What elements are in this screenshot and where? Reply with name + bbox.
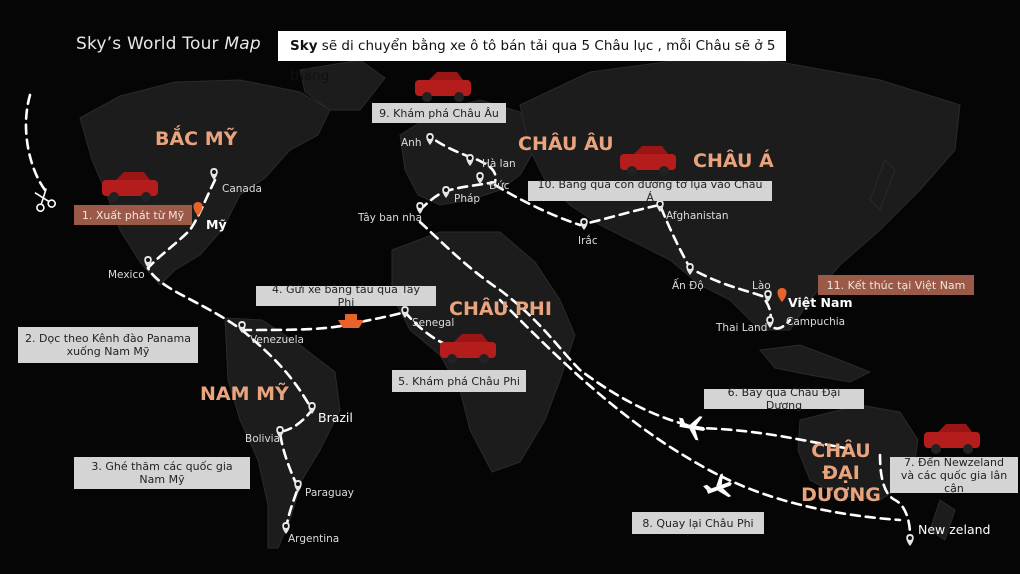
location-pin-icon [426,133,434,145]
continent-label-chau-phi: CHÂU PHI [449,298,552,320]
city-an-do: Ấn Độ [672,280,704,292]
airplane-icon [679,416,706,441]
highlight-pins [193,202,787,302]
step-11-box: 11. Kết thúc tại Việt Nam [818,275,974,295]
city-campuchia: Campuchia [786,316,846,328]
location-pin-icon [580,218,588,230]
continent-label-chau-dai-duong: CHÂU ĐẠI DƯƠNG [800,440,882,506]
location-pin-icon [466,154,474,166]
city-phap: Pháp [454,193,481,205]
city-mexico: Mexico [108,269,145,281]
route-back-africa [498,298,902,522]
location-pin-icon [764,290,772,302]
city-afghanistan: Afghanistan [666,210,729,222]
location-pin-icon [777,288,787,302]
city-paraguay: Paraguay [305,487,355,499]
route-africa-oceania [418,220,847,450]
city-thai-land: Thai Land [716,322,768,334]
step-3-box: 3. Ghé thăm các quốc gia Nam Mỹ [74,457,250,489]
city-duc: Đức [489,180,510,192]
continent-label-line2: DƯƠNG [801,484,881,506]
truck-icon [102,172,158,202]
step-2-box: 2. Dọc theo Kênh đào Panama xuống Nam Mỹ [18,327,198,363]
truck-icon [620,146,676,176]
north-america-shape [79,79,331,286]
intro-banner: Sky sẽ di chuyển bằng xe ô tô bán tải qu… [278,31,786,84]
location-pin-icon [766,316,774,328]
banner-bold: Sky [290,38,318,54]
city-venezuela: Venezuela [250,334,304,346]
route-oceania [878,453,912,537]
continent-label-chau-a: CHÂU Á [693,150,774,172]
truck-icon [415,72,471,102]
city-anh: Anh [401,137,422,149]
europe-shape [399,99,541,206]
step-8-box: 8. Quay lại Châu Phi [632,512,764,534]
city-brazil: Brazil [318,410,353,425]
city-bolivia: Bolivia [245,433,281,445]
city-new-zeland: New zeland [918,522,991,537]
step-10-box: 10. Băng qua con đường tơ lụa vào Châu Á [528,178,772,204]
location-pin-icon [210,168,218,180]
map-title: Sky’s World Tour Map [76,34,261,54]
step-9-box: 9. Khám phá Châu Âu [372,103,506,123]
location-pin-icon [144,256,152,268]
location-pin-icon [294,480,302,492]
indonesia-shape [759,344,872,383]
city-viet-nam: Việt Nam [788,295,853,310]
route-start [24,93,47,192]
location-pins [144,133,914,546]
location-pin-icon [193,202,203,216]
city-tay-ban-nha: Tây ban nha [358,212,423,224]
step-1-box: 1. Xuất phát từ Mỹ [74,205,192,225]
continent-label-nam-my: NAM MỸ [200,383,289,405]
location-pin-icon [656,200,664,212]
continent-label-bac-my: BẮC MỸ [155,128,238,150]
city-my: Mỹ [206,217,227,232]
location-pin-icon [906,534,914,546]
city-canada: Canada [222,183,262,195]
step-4-box: 4. Gửi xe bằng tàu qua Tây Phi [256,283,436,309]
japan-shape [869,159,896,211]
ship-icon [338,314,364,328]
location-pin-icon [238,321,246,333]
location-pin-icon [282,522,290,534]
banner-text: sẽ di chuyển bằng xe ô tô bán tải qua 5 … [290,38,776,84]
location-pin-icon [308,402,316,414]
city-argentina: Argentina [288,533,340,545]
continent-label-line1: CHÂU ĐẠI [811,440,871,484]
city-irac: Irắc [578,235,598,247]
new-zealand-shape [929,499,956,541]
city-ha-lan: Hà lan [482,158,516,170]
location-pin-icon [416,202,424,214]
location-pin-icon [276,426,284,438]
title-text: Sky’s World Tour [76,34,225,54]
location-pin-icon [401,306,409,318]
title-italic: Map [224,34,261,54]
scissors-icon [34,188,56,212]
truck-icon [440,334,496,364]
truck-icon [924,424,980,454]
step-7-box: 7. Đến Newzeland và các quốc gia lân cận [890,456,1018,495]
city-lao: Lào [752,280,771,292]
route-europe [418,138,497,212]
city-senegal: Senegal [412,317,455,329]
location-pin-icon [686,263,694,275]
step-5-box: 5. Khám phá Châu Phi [392,370,526,392]
step-6-box: 6. Bay qua Châu Đại Dương [704,386,864,412]
airplane-icon [703,473,732,498]
location-pin-icon [476,172,484,184]
continent-label-chau-au: CHÂU ÂU [518,133,614,155]
location-pin-icon [442,186,450,198]
